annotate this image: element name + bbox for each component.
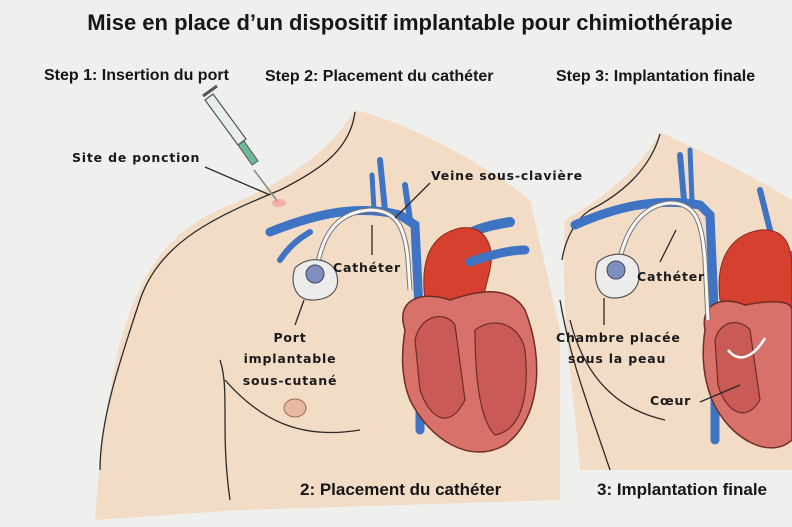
page-title: Mise en place d’un dispositif implantabl…	[87, 10, 732, 35]
nipple	[283, 398, 307, 418]
label-port-2: implantable	[244, 351, 337, 366]
step1-heading: Step 1: Insertion du port	[44, 67, 230, 84]
label-chamber-1: Chambre placée	[556, 330, 681, 345]
caption-step3: 3: Implantation finale	[597, 480, 767, 499]
label-catheter-1: Cathéter	[333, 260, 401, 275]
flow-arrow	[727, 337, 767, 359]
label-subclavian-vein: Veine sous-clavière	[431, 168, 583, 183]
label-port-3: sous-cutané	[243, 373, 337, 388]
catheter-left	[292, 207, 413, 301]
label-heart: Cœur	[650, 393, 691, 408]
puncture-mark	[272, 199, 286, 207]
label-catheter-2: Cathéter	[637, 269, 705, 284]
leader-lines	[204, 166, 741, 403]
caption-step2: 2: Placement du cathéter	[300, 480, 502, 499]
label-puncture-site: Site de ponction	[72, 150, 200, 165]
port-septum	[305, 264, 325, 284]
syringe-icon	[202, 84, 286, 207]
catheter-right	[594, 200, 711, 321]
heart-left	[401, 227, 538, 453]
label-chamber-2: sous la peau	[568, 351, 666, 366]
step3-heading: Step 3: Implantation finale	[556, 68, 755, 85]
step2-heading: Step 2: Placement du cathéter	[265, 68, 494, 85]
label-port-1: Port	[273, 330, 306, 345]
